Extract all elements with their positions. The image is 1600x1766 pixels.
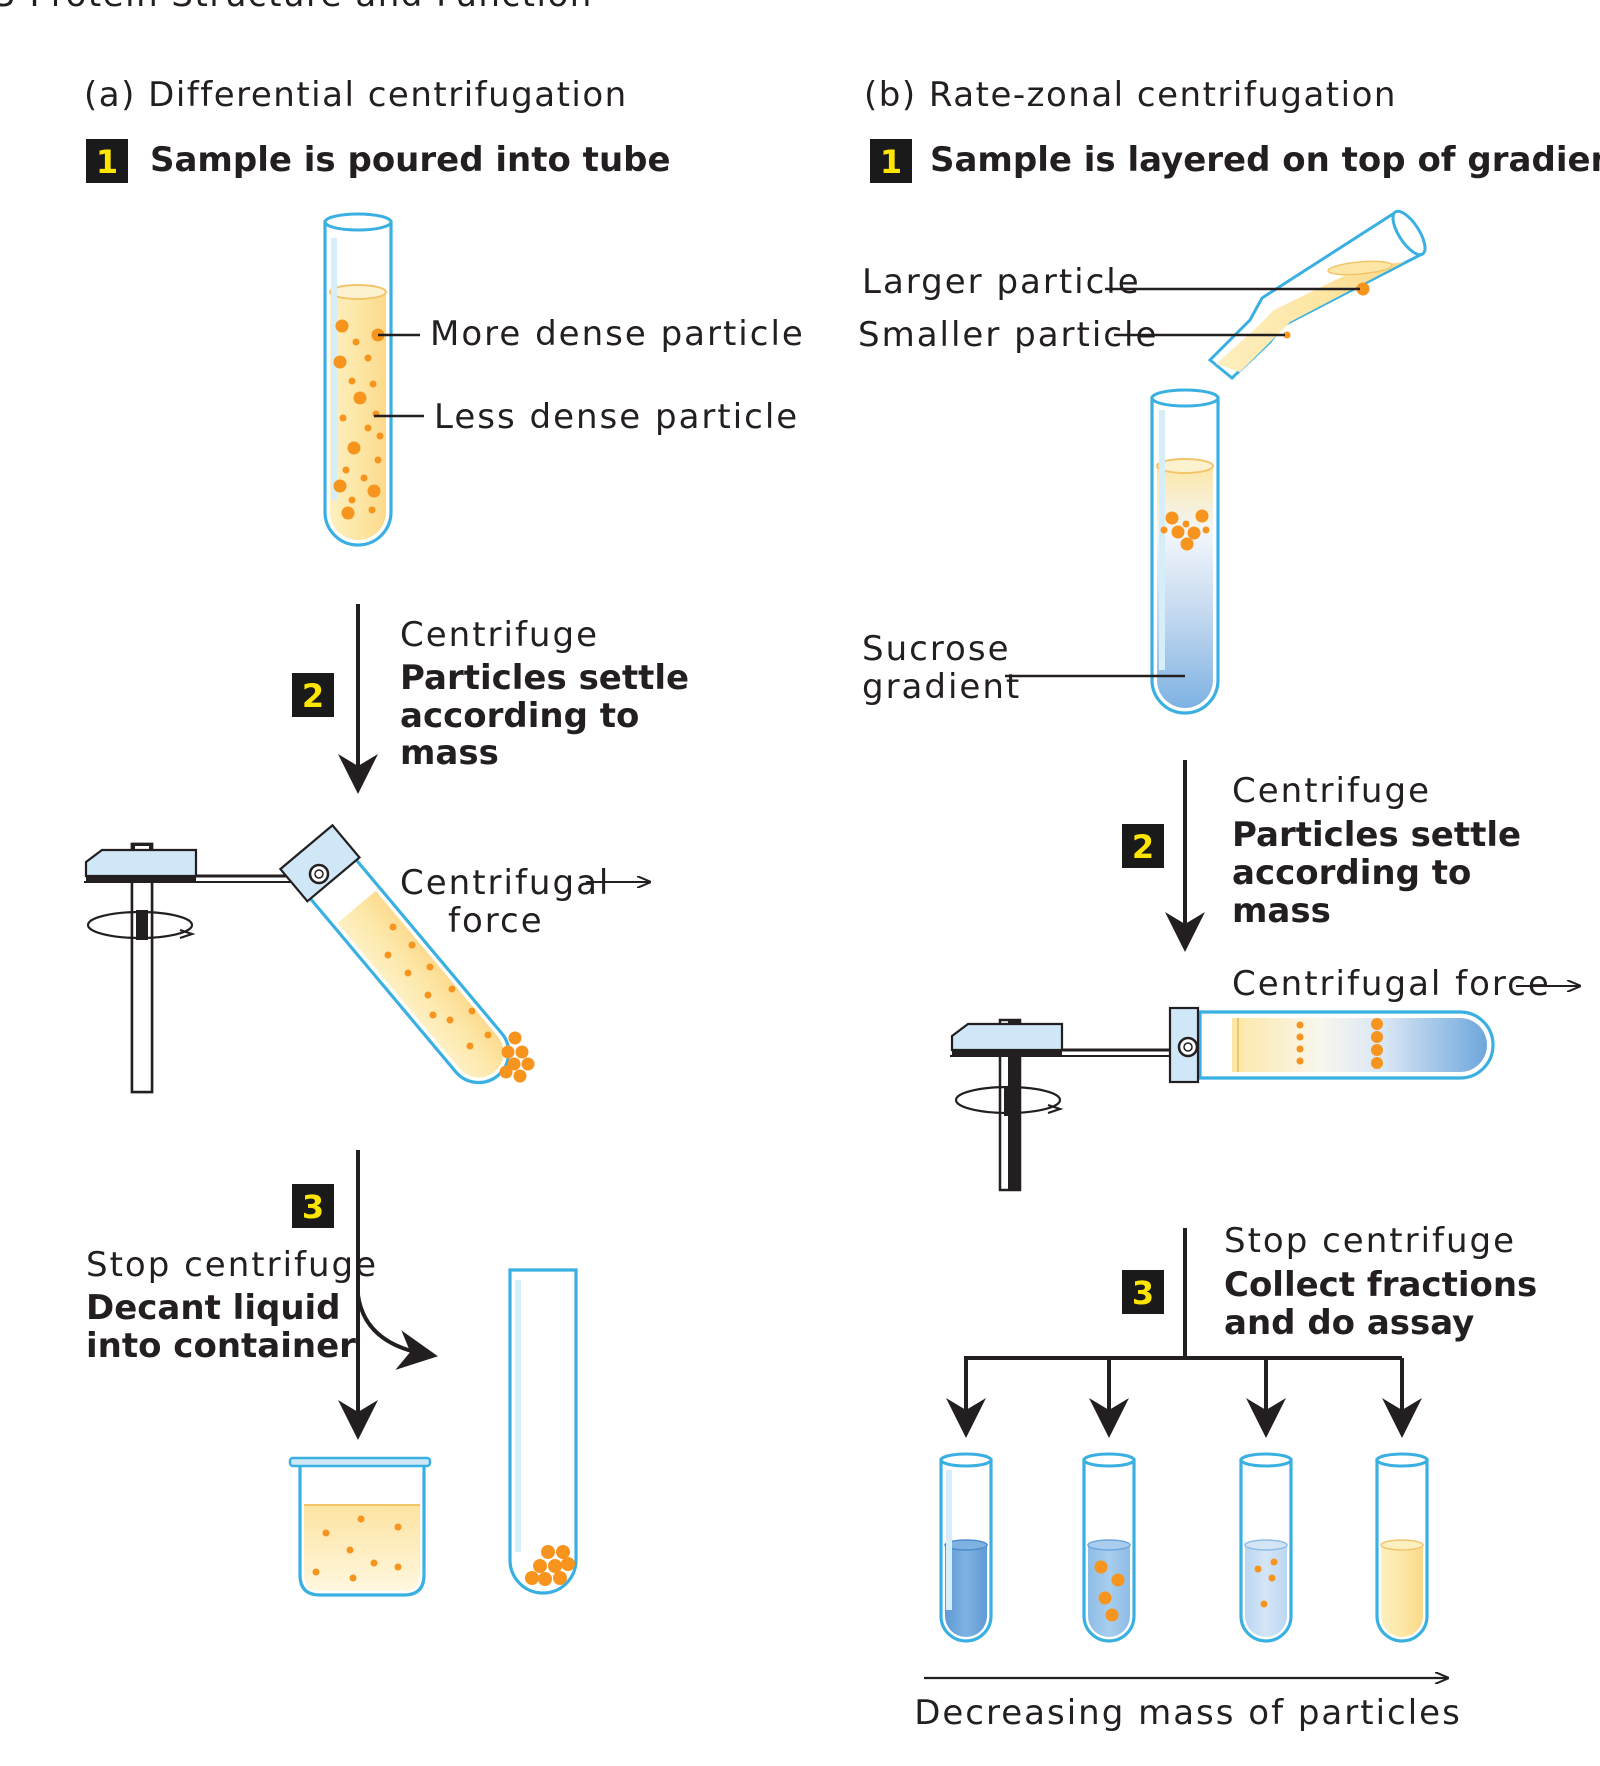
- sucrose-label-line1: Sucrose: [862, 629, 1011, 669]
- panel-b-step2-line1: Centrifuge: [1232, 771, 1431, 811]
- panel-a-title: (a) Differential centrifugation: [84, 75, 628, 115]
- spinning-tube-particles: [384, 923, 535, 1083]
- panel-b-step2-number: 2: [1132, 828, 1154, 866]
- panel-a-step3-line1: Stop centrifuge: [86, 1245, 378, 1285]
- page-header: 3 Protein Structure and Function: [0, 0, 593, 15]
- fraction-tube-1: [939, 1452, 993, 1643]
- centrifuge-rotor-b: [950, 1018, 1180, 1192]
- smaller-particle-label: Smaller particle: [858, 315, 1158, 355]
- mass-axis-label: Decreasing mass of particles: [914, 1693, 1462, 1733]
- beaker: [288, 1456, 432, 1597]
- panel-b-step1-title: Sample is layered on top of gradient: [930, 140, 1600, 180]
- gradient-tube-particles: [1160, 509, 1210, 551]
- sample-particles: [333, 319, 385, 520]
- panel-a-step2-line2: Particles settle: [400, 658, 689, 698]
- band-small-particles: [1296, 1021, 1304, 1065]
- panel-a-step2-line4: mass: [400, 733, 499, 773]
- fraction-tube-4: [1375, 1452, 1429, 1643]
- panel-a-step1-badge: 1: [86, 139, 128, 183]
- pellet-particles: [525, 1545, 575, 1586]
- panel-b-title: (b) Rate-zonal centrifugation: [864, 75, 1397, 115]
- panel-a-step2-number: 2: [302, 677, 324, 715]
- spinning-tube-b: [1168, 1006, 1495, 1084]
- panel-b-step1-badge: 1: [870, 139, 912, 183]
- panel-a-centrifugal-line2: force: [448, 901, 544, 941]
- panel-b-step2-line2: Particles settle: [1232, 815, 1521, 855]
- panel-b-step1-number: 1: [880, 143, 902, 181]
- panel-b-step3-badge: 3: [1122, 1270, 1164, 1314]
- fraction-tube-2-particles: [1094, 1560, 1125, 1622]
- pipette: [1207, 209, 1427, 380]
- panel-a-step1-title: Sample is poured into tube: [150, 140, 671, 180]
- less-dense-label: Less dense particle: [434, 397, 799, 437]
- panel-a-step3-number: 3: [302, 1188, 324, 1226]
- centrifuge-rotor-a: [84, 842, 315, 1094]
- panel-a-step3-line3: into container: [86, 1326, 356, 1366]
- panel-b: (b) Rate-zonal centrifugation 1 Sample i…: [858, 75, 1600, 1733]
- panel-a-centrifugal-line1: Centrifugal: [400, 863, 610, 903]
- panel-b-centrifugal-label: Centrifugal force: [1232, 964, 1551, 1004]
- panel-a-step2-line3: according to: [400, 696, 639, 736]
- panel-a-step2-line1: Centrifuge: [400, 615, 599, 655]
- gradient-tube: [1150, 388, 1220, 715]
- panel-a-step1-number: 1: [96, 143, 118, 181]
- panel-b-step2-line3: according to: [1232, 853, 1471, 893]
- panel-a-step3-badge: 3: [292, 1184, 334, 1228]
- fraction-tube-2: [1082, 1452, 1136, 1643]
- band-large-particles: [1371, 1018, 1383, 1069]
- pellet-tube: [508, 1268, 578, 1595]
- panel-b-step2-badge: 2: [1122, 824, 1164, 868]
- fraction-tube-3-particles: [1254, 1558, 1278, 1608]
- panel-b-step3-line1: Stop centrifuge: [1224, 1221, 1516, 1261]
- panel-a-step2-badge: 2: [292, 673, 334, 717]
- sucrose-label-line2: gradient: [862, 667, 1021, 707]
- panel-a-decant-arrow: [356, 1294, 438, 1370]
- panel-a: (a) Differential centrifugation 1 Sample…: [84, 75, 805, 1597]
- panel-b-step3-line2: Collect fractions: [1224, 1265, 1537, 1305]
- panel-b-step2-line4: mass: [1232, 891, 1331, 931]
- spinning-tube-a: [278, 823, 535, 1085]
- larger-particle-label: Larger particle: [862, 262, 1141, 302]
- fraction-tube-3: [1239, 1452, 1293, 1643]
- panel-a-step3-line2: Decant liquid: [86, 1288, 341, 1328]
- panel-b-step3-number: 3: [1132, 1274, 1154, 1312]
- more-dense-label: More dense particle: [430, 314, 805, 354]
- panel-b-step3-line3: and do assay: [1224, 1303, 1474, 1343]
- sample-tube: [323, 212, 393, 547]
